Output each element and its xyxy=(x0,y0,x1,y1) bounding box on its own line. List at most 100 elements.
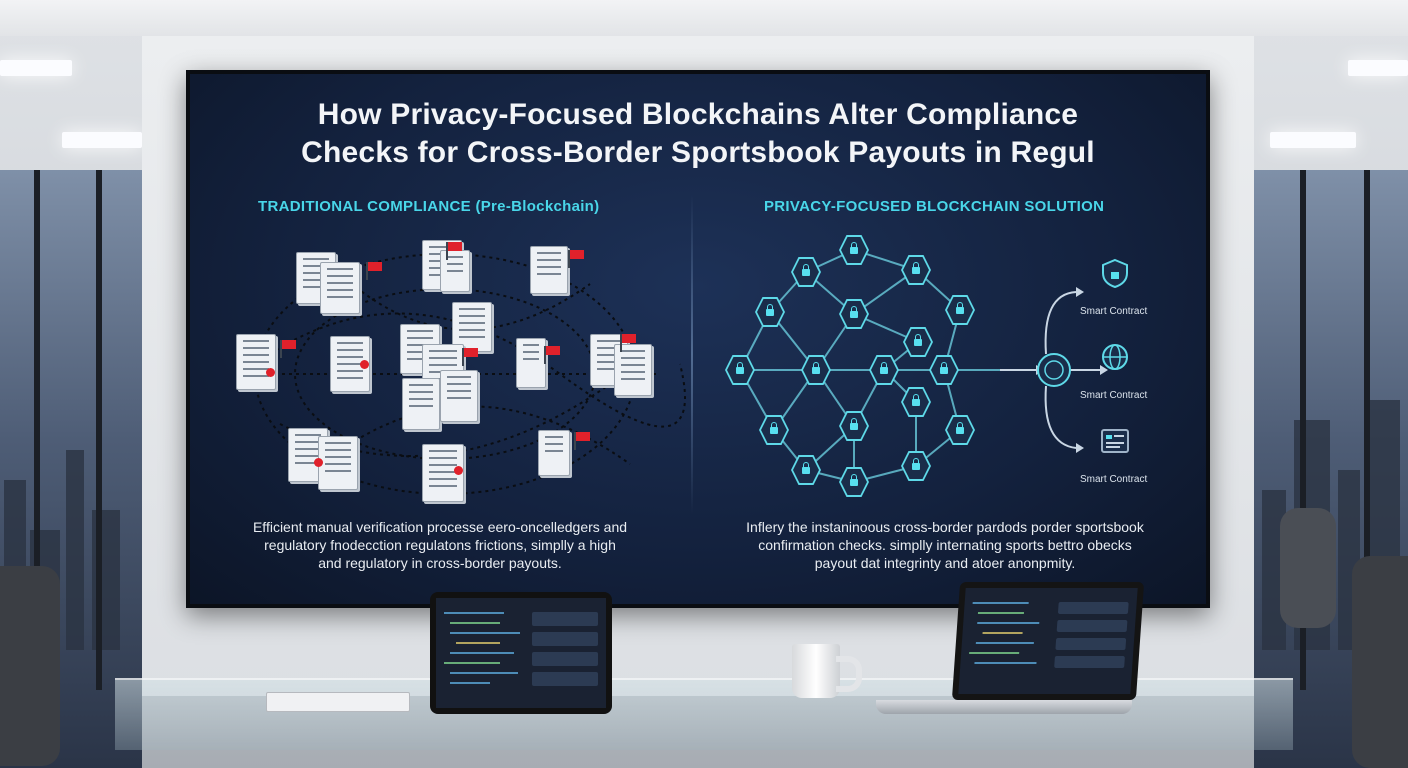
document-icon xyxy=(452,302,492,352)
code-line xyxy=(450,672,518,674)
laptop-panel xyxy=(1057,602,1129,614)
traditional-caption-line-3: and regulatory in cross-border payouts. xyxy=(318,555,562,571)
code-line xyxy=(969,652,1020,654)
laptop-panel xyxy=(1054,656,1125,668)
code-line xyxy=(444,662,500,664)
blockchain-caption-line-1: Inflery the instaninoous cross-border pa… xyxy=(746,519,1144,535)
ceiling xyxy=(0,0,1408,148)
node-lock-icon xyxy=(759,415,789,445)
node-lock-icon xyxy=(839,411,869,441)
red-flag-icon xyxy=(544,346,560,364)
blockchain-caption: Inflery the instaninoous cross-border pa… xyxy=(710,518,1180,572)
red-flag-icon xyxy=(574,432,590,450)
city-building xyxy=(66,450,84,650)
laptop-panel xyxy=(1056,620,1128,632)
document-icon xyxy=(530,246,568,294)
office-chair xyxy=(0,566,60,766)
traditional-compliance-heading: TRADITIONAL COMPLIANCE (Pre-Blockchain) xyxy=(258,198,600,215)
code-line xyxy=(972,602,1029,604)
document-icon xyxy=(330,336,370,392)
red-alert-dot xyxy=(360,360,369,369)
shield-icon xyxy=(1102,258,1128,288)
red-alert-dot xyxy=(266,368,275,377)
code-line xyxy=(450,652,514,654)
window-frame xyxy=(34,170,40,690)
node-lock-icon xyxy=(725,355,755,385)
document-icon xyxy=(318,436,358,490)
glowing-node-links xyxy=(739,249,1010,483)
window-frame xyxy=(1364,170,1370,690)
ceiling-light xyxy=(62,132,142,148)
tablet-panel xyxy=(532,672,598,686)
node-lock-icon xyxy=(839,467,869,497)
smart-contract-label: Smart Contract xyxy=(1080,390,1148,401)
laptop-keyboard-base xyxy=(876,700,1132,714)
blockchain-caption-line-2: confirmation checks. simplly internating… xyxy=(758,537,1132,553)
node-lock-icon xyxy=(903,327,933,357)
red-alert-dot xyxy=(454,466,463,475)
coffee-mug-handle xyxy=(836,656,862,692)
document-icon xyxy=(440,370,478,422)
code-line xyxy=(456,642,500,644)
traditional-caption: Efficient manual verification processe e… xyxy=(230,518,650,572)
tablet-panel xyxy=(532,652,598,666)
red-flag-icon xyxy=(280,340,296,358)
ceiling-light xyxy=(0,60,72,76)
document-icon xyxy=(236,334,276,390)
window-frame xyxy=(1300,170,1306,690)
node-shield-icon xyxy=(901,451,931,481)
code-line xyxy=(974,662,1037,664)
tablet-panel xyxy=(532,612,598,626)
traditional-caption-line-2: regulatory fnodecction regulatons fricti… xyxy=(264,537,616,553)
code-line xyxy=(982,632,1023,634)
document-icon xyxy=(614,344,652,396)
node-lock-icon xyxy=(801,355,831,385)
node-lock-icon xyxy=(869,355,899,385)
dashboard-icon xyxy=(1101,429,1129,453)
node-lock-icon xyxy=(929,355,959,385)
code-line xyxy=(977,612,1025,614)
slide-title-line-1: How Privacy-Focused Blockchains Alter Co… xyxy=(317,98,1079,131)
laptop-screen xyxy=(958,588,1138,694)
red-flag-icon xyxy=(366,262,382,280)
code-line xyxy=(450,682,490,684)
globe-icon xyxy=(1102,344,1128,370)
code-line xyxy=(444,612,504,614)
node-lock-icon xyxy=(755,297,785,327)
node-lock-icon xyxy=(901,387,931,417)
window-frame xyxy=(96,170,102,690)
document-icon xyxy=(440,250,470,292)
node-lock-icon xyxy=(839,235,869,265)
document-icon xyxy=(516,338,546,388)
tablet-panel xyxy=(532,632,598,646)
node-lock-icon xyxy=(791,455,821,485)
tablet-screen xyxy=(436,598,606,708)
red-flag-icon xyxy=(446,242,462,260)
office-chair xyxy=(1280,508,1336,628)
ceiling-light xyxy=(1270,132,1356,148)
slide-title-line-2: Checks for Cross-Border Sportsbook Payou… xyxy=(301,136,1095,169)
tablet-device xyxy=(430,592,612,714)
node-lock-icon xyxy=(901,255,931,285)
red-alert-dot xyxy=(314,458,323,467)
node-lock-icon xyxy=(945,415,975,445)
ceiling-light xyxy=(1348,60,1408,76)
office-chair xyxy=(1352,556,1408,768)
smart-contract-label: Smart Contract xyxy=(1080,474,1148,485)
code-line xyxy=(975,642,1034,644)
document-icon xyxy=(538,430,570,476)
red-flag-icon xyxy=(568,250,584,268)
red-flag-icon xyxy=(620,334,636,352)
traditional-caption-line-1: Efficient manual verification processe e… xyxy=(252,519,628,535)
node-lock-icon xyxy=(791,257,821,287)
coffee-mug xyxy=(792,644,840,698)
code-line xyxy=(450,632,520,634)
blockchain-solution-heading: PRIVACY-FOCUSED BLOCKCHAIN SOLUTION xyxy=(764,198,1105,215)
column-divider xyxy=(691,194,693,514)
code-line xyxy=(977,622,1040,624)
notebook xyxy=(266,692,410,712)
red-flag-icon xyxy=(462,348,478,366)
smart-contract-label: Smart Contract xyxy=(1080,306,1148,317)
node-lock-icon xyxy=(839,299,869,329)
